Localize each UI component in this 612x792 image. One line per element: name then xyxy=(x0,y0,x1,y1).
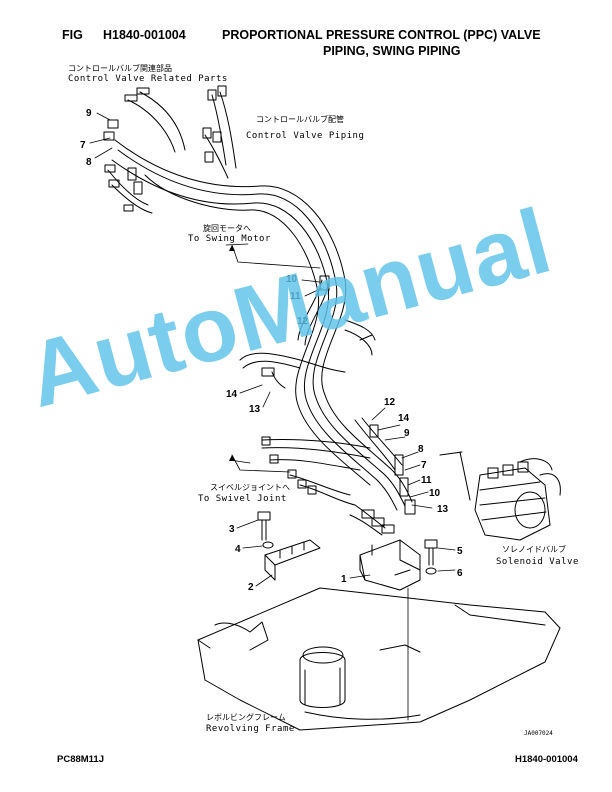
callout-numbers: 9 7 8 10 11 12 14 13 12 14 9 8 7 11 10 1… xyxy=(80,108,463,593)
callout-14-lower: 14 xyxy=(398,413,410,424)
revolving-frame-en: Revolving Frame xyxy=(206,724,295,734)
revolving-frame xyxy=(197,587,561,731)
callout-14-middle: 14 xyxy=(226,389,238,400)
callout-4: 4 xyxy=(235,544,241,555)
callout-12-lower: 12 xyxy=(384,397,396,408)
diagram-title-line-2: PIPING, SWING PIPING xyxy=(323,44,461,58)
callout-8-upper: 8 xyxy=(86,157,92,168)
control-valve-parts-jp: コントロールバルブ関連部品 xyxy=(68,63,172,73)
swivel-joint-en: To Swivel Joint xyxy=(198,494,287,504)
callout-8-lower: 8 xyxy=(418,444,424,455)
direction-arrows xyxy=(229,245,235,461)
callout-11-upper: 11 xyxy=(290,291,301,302)
callout-5: 5 xyxy=(457,546,463,557)
control-valve-piping-jp: コントロールバルブ配管 xyxy=(256,114,344,124)
solenoid-valve-en: Solenoid Valve xyxy=(496,557,579,567)
callout-leaders xyxy=(89,112,456,721)
callout-9-upper: 9 xyxy=(86,108,92,119)
swing-motor-hoses xyxy=(297,275,376,356)
solenoid-valve xyxy=(439,451,561,541)
bracket-2 xyxy=(264,539,321,581)
washer-6 xyxy=(425,567,437,575)
lower-fittings-cluster xyxy=(349,417,416,536)
callout-2: 2 xyxy=(248,582,254,593)
callout-12-upper: 12 xyxy=(297,316,309,327)
drawing-reference: JA007024 xyxy=(524,730,553,737)
control-valve-piping-en: Control Valve Piping xyxy=(246,131,364,141)
callout-7-lower: 7 xyxy=(421,460,427,471)
footer-code: H1840-001004 xyxy=(515,754,578,765)
bracket-1 xyxy=(359,539,421,591)
callout-7-upper: 7 xyxy=(80,140,86,151)
callout-9-lower: 9 xyxy=(404,428,410,439)
footer-model: PC88M11J xyxy=(57,754,105,765)
callout-6: 6 xyxy=(457,568,463,579)
diagram-labels: コントロールバルブ関連部品 Control Valve Related Part… xyxy=(68,63,579,737)
swing-motor-en: To Swing Motor xyxy=(188,234,271,244)
control-valve-parts-en: Control Valve Related Parts xyxy=(68,74,228,84)
diagram-title-line-1: PROPORTIONAL PRESSURE CONTROL (PPC) VALV… xyxy=(222,28,541,42)
bolt-5 xyxy=(424,539,438,566)
callout-13-middle: 13 xyxy=(249,404,261,415)
upper-left-fittings xyxy=(103,85,237,214)
callout-1: 1 xyxy=(341,574,347,585)
swing-motor-jp: 旋回モータへ xyxy=(203,223,251,233)
bolt-3 xyxy=(257,511,271,541)
fig-label: FIG xyxy=(62,28,83,42)
revolving-frame-jp: レボルビングフレーム xyxy=(206,712,286,722)
washer-4 xyxy=(262,541,274,549)
solenoid-valve-jp: ソレノイドバルブ xyxy=(502,544,566,554)
swivel-joint-arrow xyxy=(229,455,235,461)
callout-13-lower: 13 xyxy=(437,504,449,515)
swivel-hoses xyxy=(239,352,371,506)
callout-11-lower: 11 xyxy=(421,475,432,486)
callout-10-lower: 10 xyxy=(429,488,441,499)
swing-motor-arrow xyxy=(229,245,235,251)
callout-3: 3 xyxy=(229,524,235,535)
fig-number: H1840-001004 xyxy=(103,28,186,42)
main-hose-bundle xyxy=(111,139,413,511)
callout-10-upper: 10 xyxy=(286,274,298,285)
swivel-joint-jp: スイベルジョイントへ xyxy=(210,483,290,492)
